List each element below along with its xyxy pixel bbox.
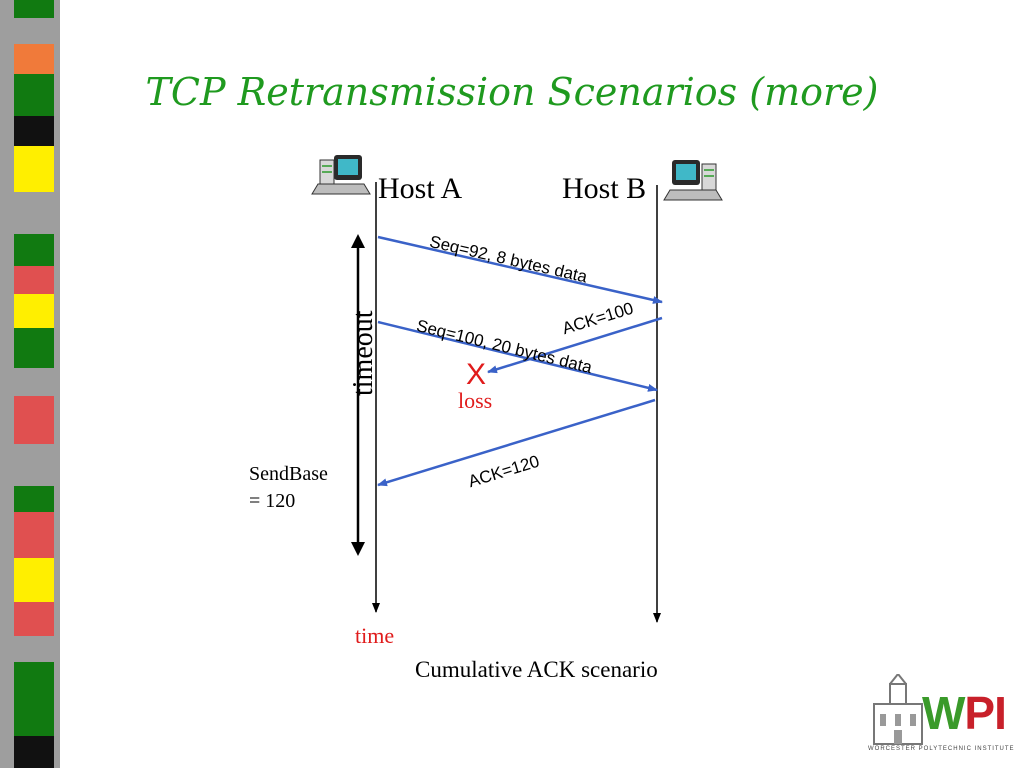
host-b-label: Host B [562,172,647,205]
left-decor-stripe [0,0,60,768]
host-a-computer-icon [311,155,371,195]
wpi-logo-subtitle: WORCESTER POLYTECHNIC INSTITUTE [868,746,1015,752]
sendbase-label: SendBase = 120 [249,461,328,515]
timeout-interval-arrow [351,234,365,556]
sendbase-line1: SendBase [249,463,328,485]
timeout-label: timeout [348,310,379,396]
wpi-logo: WPI WORCESTER POLYTECHNIC INSTITUTE [868,674,1018,758]
scenario-caption: Cumulative ACK scenario [415,657,658,682]
ack100-arrow [487,316,663,374]
seq100-arrow [377,320,658,392]
loss-x-mark: X [466,358,487,391]
host-a-label: Host A [378,172,463,205]
time-label: time [355,623,395,648]
host-b-computer-icon [663,160,723,201]
slide-title: TCP Retransmission Scenarios (more) [145,70,879,114]
seq92-arrow [377,235,663,304]
ack120-arrow [377,398,656,487]
loss-label: loss [458,388,493,413]
sendbase-line2: = 120 [249,490,296,512]
wpi-tower-icon [873,674,923,745]
